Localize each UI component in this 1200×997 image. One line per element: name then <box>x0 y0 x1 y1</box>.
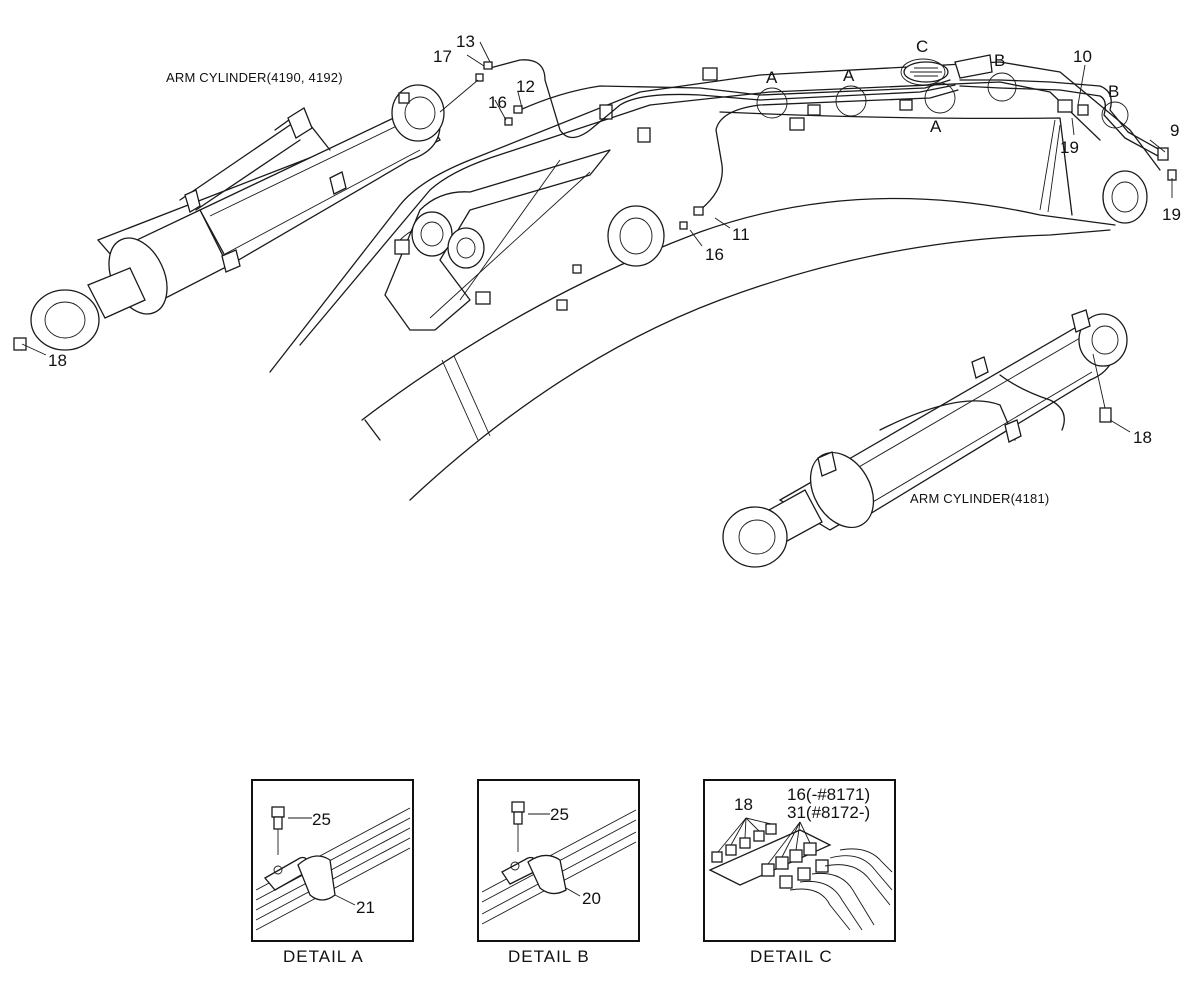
caption-arm-cylinder-left: ARM CYLINDER(4190, 4192) <box>166 70 343 85</box>
detail-b-title: DETAIL B <box>508 947 590 966</box>
callout-19-upper: 19 <box>1060 138 1079 157</box>
detail-c-plugs <box>711 823 777 863</box>
arm-boom-body <box>269 54 1161 501</box>
caption-arm-cylinder-right: ARM CYLINDER(4181) <box>910 491 1049 506</box>
detail-c-fitting-b-label: 31(#8172-) <box>787 803 870 822</box>
detail-a-panel: 25 21 <box>251 779 414 942</box>
callout-16-top: 16 <box>488 93 507 112</box>
detail-c-panel: 18 16(-#8171) 31(#8172-) <box>703 779 896 942</box>
detail-c-fitting-a-label: 16(-#8171) <box>787 785 870 804</box>
callout-19-lower: 19 <box>1162 205 1181 224</box>
callout-13: 13 <box>456 32 475 51</box>
callout-17: 17 <box>433 47 452 66</box>
arm-cylinder-right <box>722 309 1128 568</box>
detail-a-clamp-label: 21 <box>356 898 375 917</box>
marker-b-2: B <box>1108 82 1119 101</box>
detail-b-circle-2 <box>1101 101 1129 129</box>
marker-a-1: A <box>766 68 778 87</box>
detail-c-plug-label: 18 <box>734 795 753 814</box>
callout-16-center: 16 <box>705 245 724 264</box>
detail-marker-circles <box>756 58 1129 129</box>
detail-c-title: DETAIL C <box>750 947 833 966</box>
callout-labels: 9 10 11 12 13 16 16 17 18 18 19 19 A A A… <box>48 32 1181 506</box>
hydraulic-lines <box>475 59 1177 230</box>
leader-lines <box>21 41 1173 433</box>
marker-a-3: A <box>930 117 942 136</box>
detail-b-bolt-label: 25 <box>550 805 569 824</box>
marker-a-2: A <box>843 66 855 85</box>
detail-a-circle-1 <box>756 87 788 119</box>
marker-b-1: B <box>994 51 1005 70</box>
callout-10: 10 <box>1073 47 1092 66</box>
detail-b-clamp-label: 20 <box>582 889 601 908</box>
callout-12: 12 <box>516 77 535 96</box>
detail-a-bolt-label: 25 <box>312 810 331 829</box>
detail-b-circle-1 <box>987 72 1017 102</box>
detail-b-panel: 25 20 <box>477 779 640 942</box>
detail-a-circle-3 <box>924 82 956 114</box>
detail-a-circle-2 <box>835 85 867 117</box>
callout-18-left: 18 <box>48 351 67 370</box>
marker-c: C <box>916 37 928 56</box>
callout-9: 9 <box>1170 121 1179 140</box>
callout-11: 11 <box>732 225 750 244</box>
arm-cylinder-left <box>13 84 445 351</box>
detail-a-title: DETAIL A <box>283 947 364 966</box>
callout-18-right: 18 <box>1133 428 1152 447</box>
detail-c-circle <box>900 58 946 86</box>
